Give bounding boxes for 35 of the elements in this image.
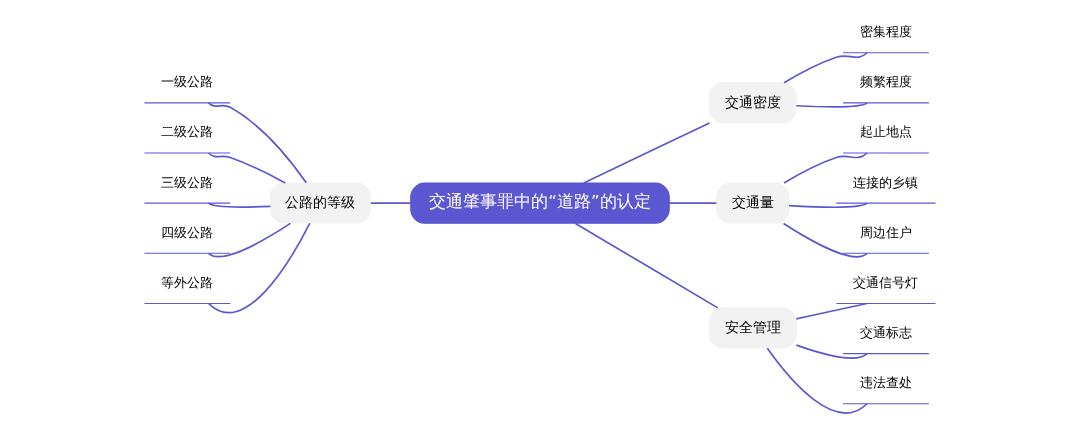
connector <box>783 152 868 184</box>
connector <box>207 102 308 184</box>
connector <box>574 222 719 309</box>
node-text: 交通信号灯 <box>853 274 919 290</box>
connector <box>795 102 868 108</box>
connector <box>207 222 292 258</box>
connector <box>668 202 718 204</box>
node-text: 四级公路 <box>161 224 214 240</box>
connector <box>783 51 868 84</box>
connector <box>788 202 868 208</box>
node-text: 交通标志 <box>859 324 912 340</box>
node-text: 起止地点 <box>859 124 912 140</box>
connector <box>370 202 412 204</box>
node-text: 一级公路 <box>161 74 214 90</box>
node-box: 交通肇事罪中的“道路”的认定 <box>410 182 670 224</box>
connector <box>795 344 868 359</box>
node-text: 密集程度 <box>859 24 912 40</box>
connector <box>207 152 287 184</box>
connector <box>782 222 868 258</box>
node-box: 交通量 <box>716 182 790 224</box>
node-text: 二级公路 <box>161 124 214 140</box>
node-text: 周边住户 <box>859 224 912 240</box>
connector <box>582 122 711 184</box>
node-box: 安全管理 <box>708 307 797 349</box>
node-box: 交通密度 <box>708 82 797 124</box>
node-text: 三级公路 <box>161 174 214 190</box>
node-box: 公路的等级 <box>269 182 372 224</box>
connector <box>207 222 311 314</box>
connector <box>207 202 272 208</box>
connector <box>795 302 868 320</box>
node-text: 等外公路 <box>161 274 214 290</box>
connector <box>766 347 868 414</box>
node-text: 频繁程度 <box>859 74 912 90</box>
node-text: 违法查处 <box>859 375 912 391</box>
node-text: 连接的乡镇 <box>853 174 919 190</box>
